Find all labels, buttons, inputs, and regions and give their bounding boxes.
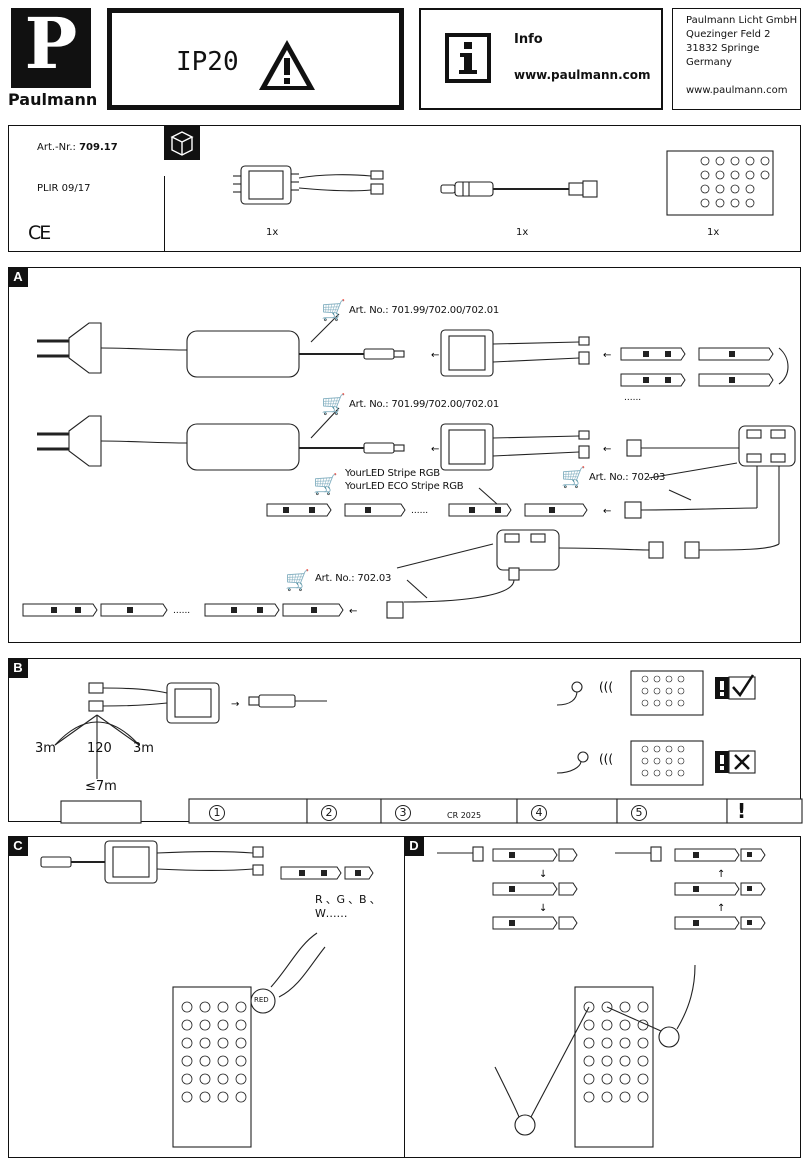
shopping-cart-icon: 🛒	[321, 392, 346, 416]
section-d-diagram: ↓ ↓ ↑ ↑	[437, 846, 766, 1148]
remote-control-drawing	[666, 150, 774, 216]
address-box: Paulmann Licht GmbH Quezinger Feld 2 318…	[672, 8, 801, 110]
info-icon	[445, 33, 491, 83]
section-c: C R 、G 、B 、W…… RED	[8, 836, 405, 1158]
art-no-label-1: Art. No.: 701.99/702.00/702.01	[349, 305, 500, 316]
art-no-label-4: Art. No.: 702.03	[315, 573, 392, 584]
stripe-label-1: YourLED Stripe RGB	[345, 468, 440, 479]
box-contents-icon	[164, 126, 200, 160]
ce-mark: CE	[28, 222, 51, 244]
svg-text:......: ......	[173, 606, 190, 616]
shopping-cart-icon: 🛒	[561, 465, 586, 489]
address-line-3: 31832 Springe	[686, 43, 760, 54]
svg-text:(((: (((	[599, 680, 613, 694]
plug-1-icon	[37, 322, 188, 374]
step-4-number: 4	[531, 805, 547, 821]
qty-remote: 1x	[707, 227, 720, 238]
section-c-tag: C	[8, 836, 28, 856]
remote-range: ≤7m	[85, 779, 117, 794]
shopping-cart-icon: 🛒	[313, 472, 338, 496]
article-number-value: 709.17	[79, 142, 118, 153]
battery-type: CR 2025	[447, 811, 482, 820]
batch-code: PLIR 09/17	[37, 183, 91, 194]
distance-right: 3m	[133, 741, 154, 756]
svg-text:↓: ↓	[539, 869, 547, 880]
logo-square-icon	[11, 8, 91, 88]
section-a-diagram: ← ← ...... ← ←	[22, 313, 796, 619]
article-divider	[164, 176, 165, 251]
step-1-number: 1	[209, 805, 225, 821]
section-b: B → ((( (((	[8, 658, 803, 824]
section-d-tag: D	[404, 836, 424, 856]
address-url[interactable]: www.paulmann.com	[686, 85, 788, 96]
svg-text:↓: ↓	[539, 903, 547, 914]
svg-text:←: ←	[431, 444, 439, 455]
section-b-tag: B	[8, 658, 28, 678]
qty-cable: 1x	[516, 227, 529, 238]
svg-text:(((: (((	[599, 752, 613, 766]
section-b-steps	[8, 798, 801, 822]
ip-rating-text: IP20	[176, 47, 239, 77]
svg-text:←: ←	[603, 350, 611, 361]
svg-text:......: ......	[411, 506, 428, 516]
brand-name: Paulmann	[8, 90, 98, 109]
section-a: A ← ← ......	[8, 267, 801, 643]
color-sequence: R 、G 、B 、W……	[315, 893, 381, 920]
warning-exclamation-icon: !	[737, 799, 747, 823]
shopping-cart-icon: 🛒	[321, 298, 346, 322]
step-5-number: 5	[631, 805, 647, 821]
info-url[interactable]: www.paulmann.com	[514, 68, 651, 82]
svg-text:←: ←	[431, 350, 439, 361]
art-no-label-3: Art. No.: 702.03	[589, 472, 666, 483]
ip-rating-box: IP20	[107, 8, 404, 110]
svg-text:←: ←	[603, 506, 611, 517]
info-box: Info www.paulmann.com	[419, 8, 663, 110]
warning-triangle-icon	[259, 40, 315, 90]
distance-left: 3m	[35, 741, 56, 756]
red-button-label[interactable]: RED	[254, 996, 269, 1004]
step-3-number: 3	[395, 805, 411, 821]
qty-controller: 1x	[266, 227, 279, 238]
svg-text:↑: ↑	[717, 869, 725, 880]
address-line-2: Quezinger Feld 2	[686, 29, 771, 40]
article-number-label: Art.-Nr.:	[37, 142, 76, 153]
section-d: D ↓ ↓ ↑ ↑	[404, 836, 801, 1158]
svg-text:......: ......	[624, 393, 641, 403]
info-label: Info	[514, 32, 543, 47]
shopping-cart-icon: 🛒	[285, 568, 310, 592]
receiver-angle: 120	[87, 741, 112, 756]
article-number: Art.-Nr.: 709.17	[37, 142, 118, 153]
svg-text:↑: ↑	[717, 903, 725, 914]
svg-text:←: ←	[349, 606, 357, 617]
svg-text:←: ←	[603, 444, 611, 455]
logo-p-letter: P	[24, 2, 78, 85]
address-line-1: Paulmann Licht GmbH	[686, 15, 798, 26]
stripe-label-2: YourLED ECO Stripe RGB	[345, 481, 464, 492]
section-c-diagram	[40, 840, 374, 1148]
art-no-label-2: Art. No.: 701.99/702.00/702.01	[349, 399, 500, 410]
paulmann-logo: P	[11, 4, 91, 88]
section-a-tag: A	[8, 267, 28, 287]
ir-controller-drawing	[233, 165, 384, 205]
section-b-diagram: → ((( (((	[54, 670, 803, 824]
step-2-number: 2	[321, 805, 337, 821]
svg-text:→: →	[231, 699, 239, 710]
address-line-4: Germany	[686, 57, 732, 68]
power-cable-drawing	[440, 180, 598, 198]
article-panel: Art.-Nr.: 709.17 PLIR 09/17 CE	[8, 125, 801, 252]
